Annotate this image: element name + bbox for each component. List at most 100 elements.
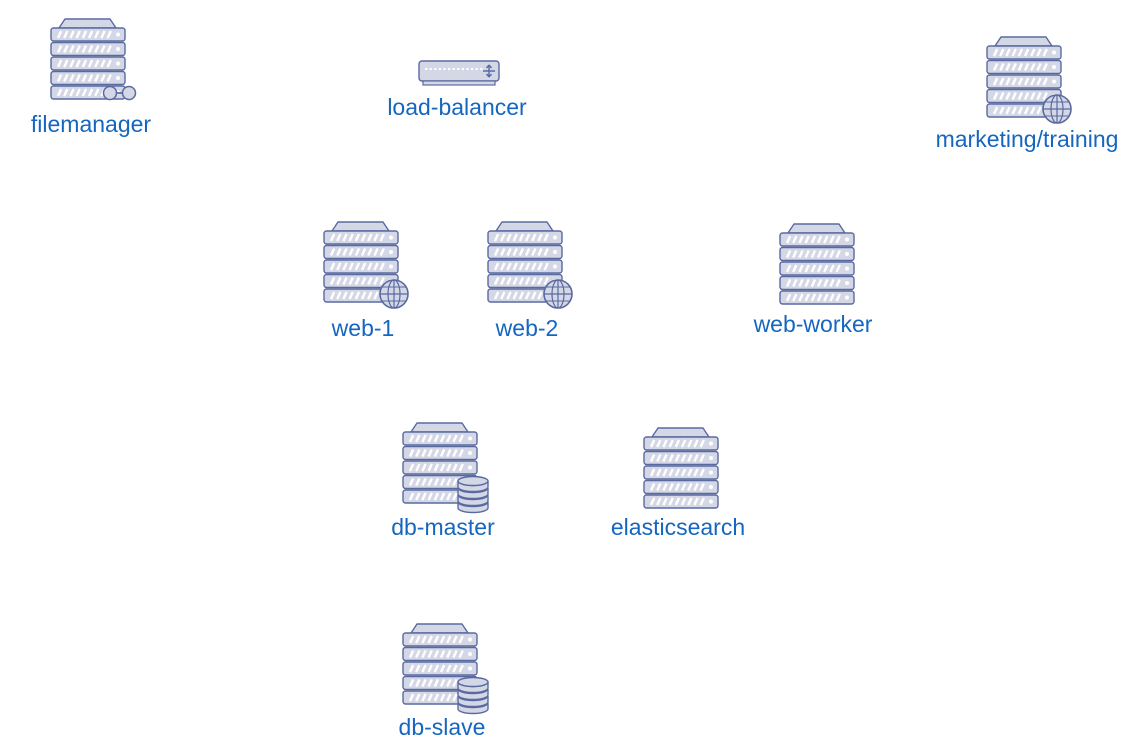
server-stripe (785, 293, 792, 302)
server-stripe (354, 248, 361, 256)
server-stripe (439, 679, 446, 687)
node-label: filemanager (30, 111, 152, 137)
server-led (116, 47, 120, 51)
server-stripe (75, 88, 81, 97)
server-stripe (329, 248, 336, 256)
server-stripe (829, 250, 835, 258)
node-label: elasticsearch (610, 514, 746, 540)
server-unit (50, 70, 126, 86)
server-stripe (367, 233, 373, 242)
server-stripe (1011, 48, 1017, 57)
server-led (845, 266, 849, 271)
server-stripe (668, 468, 674, 477)
server-stripe (348, 277, 354, 285)
server-stripe (439, 650, 446, 658)
server-stripe (433, 679, 440, 687)
server-stripe (427, 650, 433, 658)
server-icon (643, 427, 719, 509)
server-stripe (446, 679, 452, 687)
server-stripe (693, 497, 699, 506)
server-stripe (373, 248, 379, 256)
server-stripe (56, 59, 63, 68)
server-cap (495, 221, 554, 232)
server-stripe (992, 77, 999, 86)
server-stripe (342, 248, 348, 256)
server-stripe (446, 693, 452, 702)
server-unit (402, 646, 478, 662)
server-stripe (415, 664, 421, 673)
server-stripe (329, 277, 336, 285)
server-stripe (458, 463, 464, 472)
server-stripe (1023, 92, 1030, 100)
server-led (845, 295, 849, 300)
server-stripe (408, 693, 415, 702)
server-stripe (336, 277, 342, 285)
server-stripe (804, 250, 810, 258)
server-led (468, 652, 472, 656)
server-stripe (354, 277, 361, 285)
server-stripe (1042, 48, 1048, 57)
server-unit (779, 232, 855, 247)
server-stripe (63, 74, 69, 82)
server-stripe (512, 248, 518, 256)
server-stripe (792, 264, 798, 273)
server-unit (779, 290, 855, 305)
server-led (709, 499, 713, 504)
server-stripe (500, 233, 506, 242)
server-stripe (373, 233, 379, 242)
server-stripe (992, 48, 999, 57)
server-unit (779, 275, 855, 291)
server-stripe (512, 277, 518, 285)
server-stripe (379, 248, 385, 256)
server-led (1052, 65, 1056, 69)
server-stripe (1036, 63, 1042, 71)
server-stripe (408, 492, 415, 501)
server-stripe (1011, 63, 1017, 71)
server-stripe (1030, 106, 1036, 115)
server-stripe (354, 262, 361, 271)
server-stripe (452, 478, 458, 486)
server-stripe (446, 478, 452, 486)
server-stripe (94, 74, 100, 82)
server-stripe (798, 264, 804, 273)
server-stripe (662, 468, 668, 477)
server-stripe (1011, 106, 1017, 115)
server-stripe (823, 264, 829, 273)
server-stripe (433, 449, 440, 457)
server-stripe (408, 434, 415, 443)
server-stripe (493, 233, 500, 242)
server-stripe (1017, 77, 1024, 86)
server-stripe (415, 635, 421, 644)
server-stripe (106, 74, 112, 82)
server-unit (643, 494, 719, 509)
server-stripe (458, 635, 464, 644)
server-unit (323, 244, 399, 260)
server-stripe (421, 463, 427, 472)
server-stripe (680, 439, 687, 448)
server-unit (779, 246, 855, 262)
server-stripe (439, 693, 446, 702)
server-stripe (537, 248, 543, 256)
server-stripe (81, 74, 88, 82)
server-led (709, 456, 713, 460)
node-label: web-2 (495, 315, 559, 341)
server-stripe (427, 478, 433, 486)
server-stripe (360, 248, 367, 256)
server-web-icon (986, 36, 1072, 124)
server-stripe (687, 454, 693, 462)
server-stripe (699, 454, 705, 462)
server-stripe (656, 454, 662, 462)
server-stripe (427, 492, 433, 501)
server-stripe (1030, 77, 1036, 86)
server-stripe (408, 478, 415, 486)
server-stripe (81, 45, 88, 53)
server-stripe (518, 233, 525, 242)
server-stripe (493, 262, 500, 271)
server-stripe (1030, 48, 1036, 57)
server-stripe (524, 262, 531, 271)
server-stripe (531, 262, 537, 271)
server-stripe (674, 439, 681, 448)
server-stripe (662, 439, 668, 448)
server-stripe (656, 439, 662, 448)
server-stripe (379, 277, 385, 285)
